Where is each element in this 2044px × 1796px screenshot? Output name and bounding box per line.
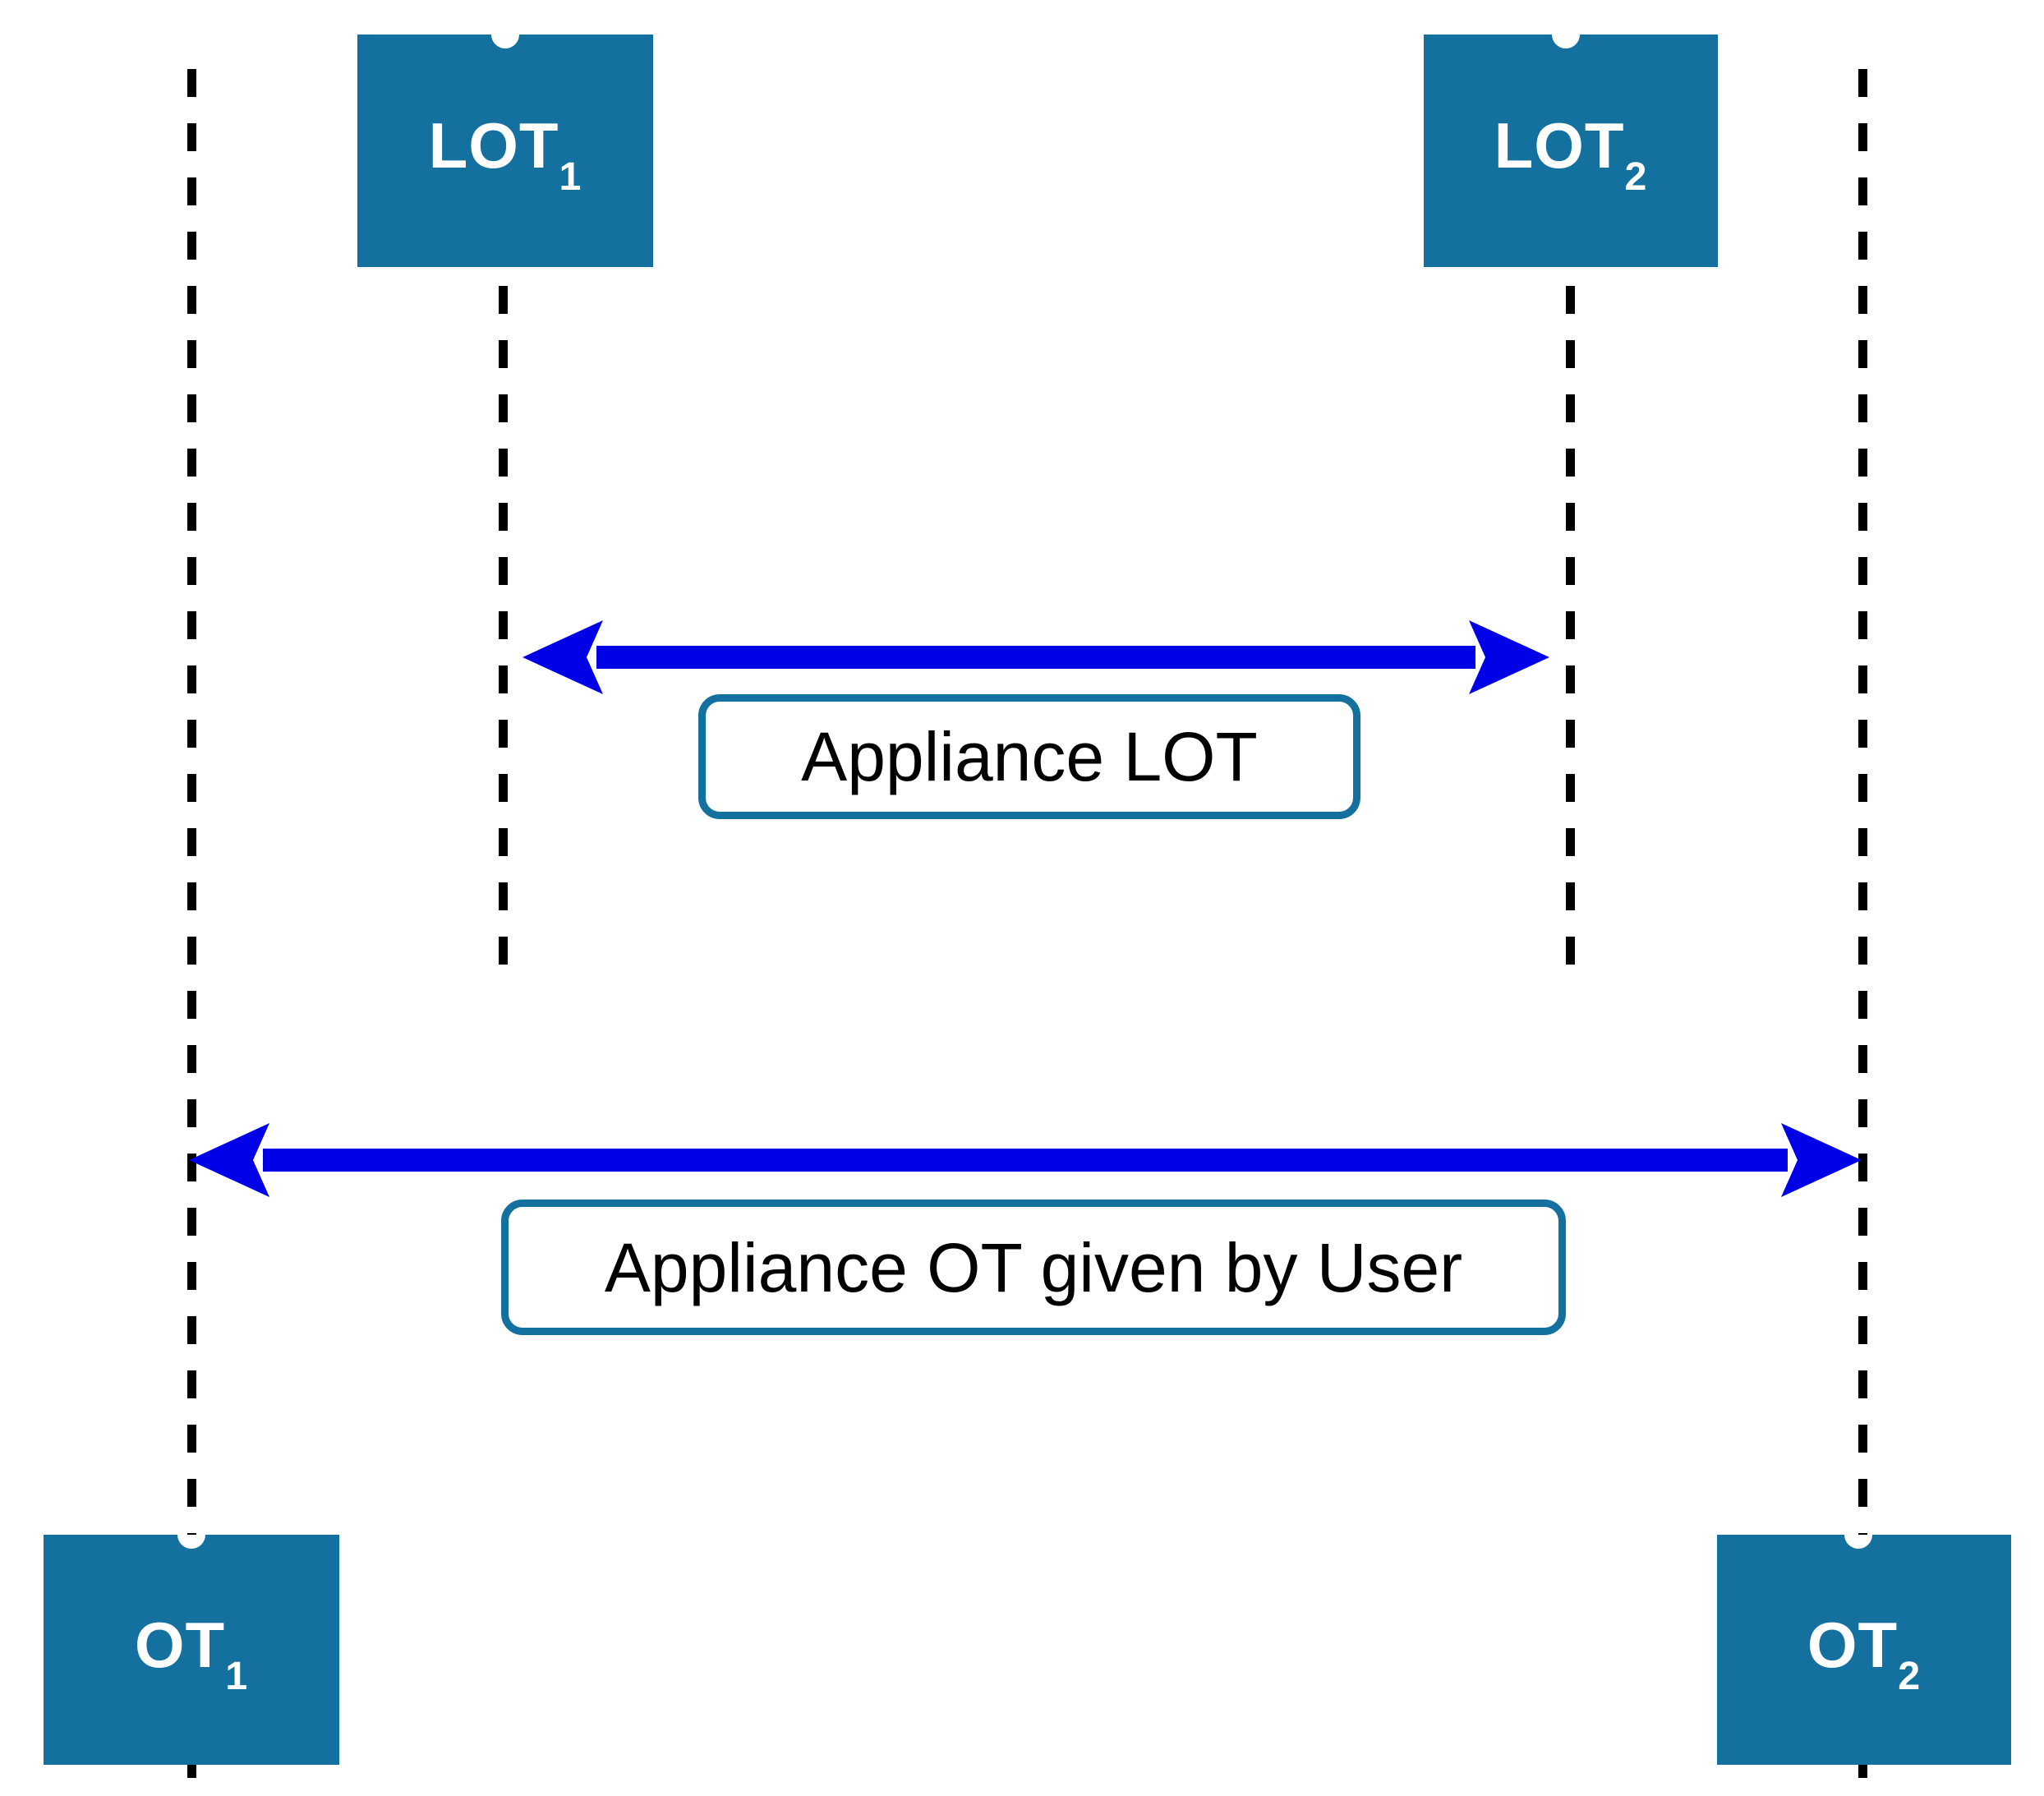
node-ot2-base: OT — [1807, 1608, 1899, 1681]
arrow-appliance-lot — [523, 620, 1549, 694]
node-lot2-base: LOT — [1494, 109, 1625, 182]
node-lot2-label: LOT2 — [1494, 113, 1648, 196]
lifeline-lot1 — [499, 69, 508, 988]
node-ot1-subscript: 1 — [225, 1653, 249, 1698]
lifeline-notch-ot2 — [1844, 1535, 1872, 1549]
node-lot1-base: LOT — [428, 109, 559, 182]
node-lot1[interactable]: LOT1 — [357, 35, 653, 267]
message-label-appliance-ot[interactable]: Appliance OT given by User — [501, 1200, 1566, 1335]
lifeline-ot2 — [1858, 69, 1867, 1796]
message-label-appliance-ot-text: Appliance OT given by User — [604, 1228, 1463, 1306]
node-lot2-subscript: 2 — [1624, 154, 1648, 200]
node-ot2-subscript: 2 — [1898, 1653, 1922, 1698]
node-ot1-base: OT — [134, 1608, 226, 1681]
lifeline-ot1 — [187, 69, 196, 1796]
node-lot2[interactable]: LOT2 — [1424, 35, 1718, 267]
message-label-appliance-lot[interactable]: Appliance LOT — [698, 694, 1360, 819]
lifeline-notch-lot2 — [1552, 35, 1580, 48]
node-ot2-label: OT2 — [1807, 1613, 1921, 1696]
message-label-appliance-lot-text: Appliance LOT — [801, 718, 1258, 795]
lifeline-notch-lot1 — [491, 35, 519, 48]
arrow-appliance-ot — [189, 1123, 1862, 1197]
node-lot1-label: LOT1 — [429, 113, 582, 196]
node-lot1-subscript: 1 — [559, 154, 582, 200]
lifeline-notch-ot1 — [177, 1535, 205, 1549]
node-ot1-label: OT1 — [135, 1613, 248, 1696]
lifeline-lot2 — [1566, 69, 1575, 988]
node-ot2[interactable]: OT2 — [1717, 1535, 2011, 1765]
node-ot1[interactable]: OT1 — [44, 1535, 339, 1765]
